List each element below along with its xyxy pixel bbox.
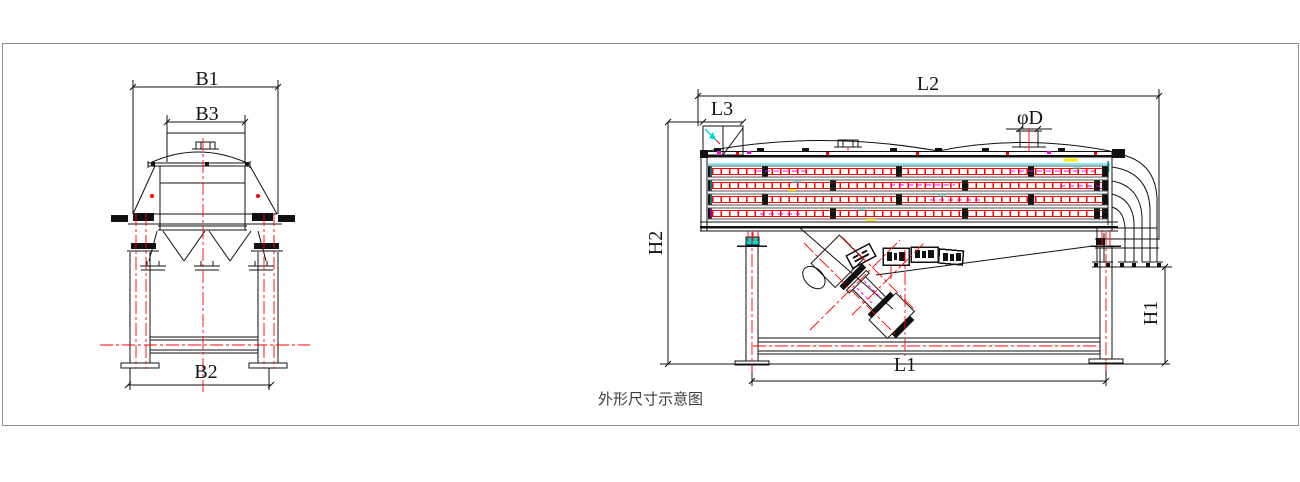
dim-label-b3: B3 <box>195 103 219 125</box>
front-view-dimensions <box>124 80 282 390</box>
front-view-machine <box>111 132 295 369</box>
dim-label-phi-d: φD <box>1017 107 1043 129</box>
front-view-centerlines <box>100 138 310 392</box>
dim-label-h1: H1 <box>1140 300 1162 326</box>
dim-label-l3: L3 <box>710 98 734 120</box>
dim-label-b2: B2 <box>194 361 218 383</box>
dim-label-l2: L2 <box>916 73 940 95</box>
figure-caption: 外形尺寸示意图 <box>598 391 704 408</box>
side-view-centerlines <box>715 128 1111 373</box>
side-view-nameplates <box>882 246 965 266</box>
dim-label-h2: H2 <box>645 230 667 256</box>
side-view-support-frame <box>734 227 1124 366</box>
drawing-frame <box>2 43 1299 426</box>
side-view-vibration-motor <box>802 234 916 340</box>
side-view-screen-decks <box>708 165 1108 220</box>
side-view-deck-accents <box>708 151 1110 221</box>
dim-label-l1: L1 <box>893 354 917 376</box>
side-view-dimensions <box>660 89 1172 386</box>
dim-label-b1: B1 <box>195 68 219 90</box>
